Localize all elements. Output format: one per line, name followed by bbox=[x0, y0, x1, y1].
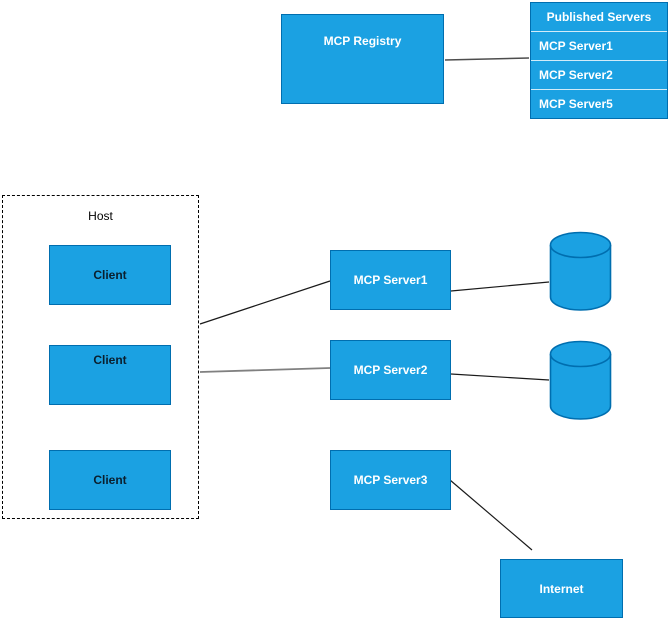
database-cylinder-1[interactable] bbox=[549, 231, 612, 311]
table-row[interactable]: MCP Server1 bbox=[531, 31, 667, 60]
node-internet[interactable]: Internet bbox=[500, 559, 623, 618]
node-mcp-server2[interactable]: MCP Server2 bbox=[330, 340, 451, 400]
database-icon bbox=[549, 340, 612, 420]
host-group[interactable]: Host bbox=[2, 195, 199, 519]
table-header: Published Servers bbox=[531, 3, 667, 31]
node-mcp-server1[interactable]: MCP Server1 bbox=[330, 250, 451, 310]
client-box-3[interactable]: Client bbox=[49, 450, 171, 510]
client-label: Client bbox=[93, 353, 127, 367]
connector-server1-database1 bbox=[450, 281, 550, 292]
connector-host-server2 bbox=[199, 367, 331, 373]
table-header-label: Published Servers bbox=[546, 10, 652, 24]
database-cylinder-2[interactable] bbox=[549, 340, 612, 420]
node-mcp-server2-label: MCP Server2 bbox=[353, 363, 428, 377]
host-label: Host bbox=[88, 209, 113, 223]
table-row[interactable]: MCP Server5 bbox=[531, 89, 667, 118]
table-row[interactable]: MCP Server2 bbox=[531, 60, 667, 89]
node-mcp-server3[interactable]: MCP Server3 bbox=[330, 450, 451, 510]
connector-server3-internet bbox=[449, 479, 533, 551]
client-label: Client bbox=[93, 473, 127, 487]
node-internet-label: Internet bbox=[539, 581, 584, 596]
connector-server2-database2 bbox=[450, 373, 550, 381]
client-label: Client bbox=[93, 268, 127, 282]
published-servers-table[interactable]: Published Servers MCP Server1 MCP Server… bbox=[530, 2, 668, 119]
node-mcp-server3-label: MCP Server3 bbox=[353, 473, 428, 487]
node-mcp-registry[interactable]: MCP Registry bbox=[281, 14, 444, 104]
connector-registry-publishedservers bbox=[444, 57, 530, 61]
client-box-1[interactable]: Client bbox=[49, 245, 171, 305]
node-mcp-server1-label: MCP Server1 bbox=[353, 273, 428, 287]
database-icon bbox=[549, 231, 612, 311]
connector-host-server1 bbox=[199, 280, 331, 325]
node-mcp-registry-label: MCP Registry bbox=[323, 34, 402, 48]
client-box-2[interactable]: Client bbox=[49, 345, 171, 405]
